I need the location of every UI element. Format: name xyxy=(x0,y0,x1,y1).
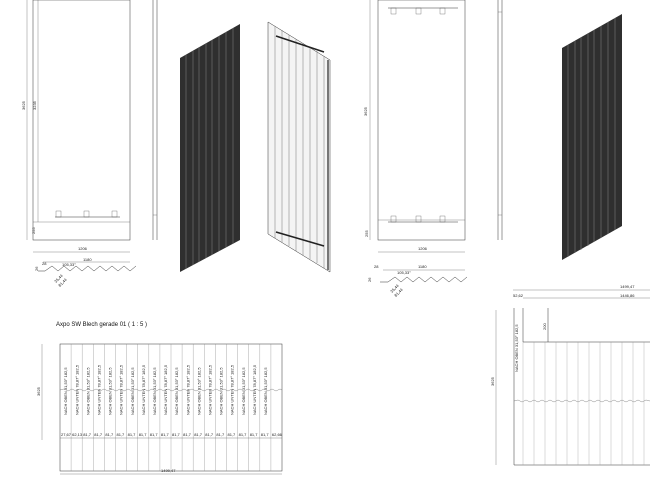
dim-width: 1206 xyxy=(78,246,88,251)
dim-height-total-b: 3625 xyxy=(363,106,368,116)
profile-h: 26 xyxy=(34,266,39,271)
bottom-dim-value: 81,7 xyxy=(194,432,203,437)
bottom-dim-value: 81,7 xyxy=(83,432,92,437)
detail-drawing: 1499,47 1446,86 52,62 200 3625 NACH OBEN… xyxy=(490,284,650,466)
panel-label: NACH OBEN 31,53° 182,5 xyxy=(85,367,90,415)
bracket-row xyxy=(55,210,120,218)
bottom-dim-value: 81,7 xyxy=(216,432,225,437)
detail-inner-width: 1446,86 xyxy=(620,293,635,298)
detail-label: NACH OBEN 31,53° 182,5 xyxy=(514,324,519,372)
bottom-dim-value: 81,7 xyxy=(105,432,114,437)
panel-label: NACH OBEN 31,53° 182,5 xyxy=(63,367,68,415)
panel-label: NACH UNTEN 78,87° 182,5 xyxy=(185,364,190,415)
panel-label: NACH OBEN 31,53° 182,5 xyxy=(130,367,135,415)
panel-label: NACH UNTEN 78,87° 182,5 xyxy=(163,364,168,415)
panel-label: NACH UNTEN 78,87° 182,5 xyxy=(208,364,213,415)
bottom-dim-value: 81,7 xyxy=(205,432,214,437)
profile-mid-b: 1180 xyxy=(418,264,427,269)
bottom-dim-value: 81,7 xyxy=(150,432,159,437)
panel-label: NACH OBEN 31,53° 182,5 xyxy=(108,367,113,415)
bottom-dim-value: 81,7 xyxy=(239,432,248,437)
panel-label: NACH UNTEN 78,87° 182,5 xyxy=(141,364,146,415)
panel-label: NACH UNTEN 78,87° 182,5 xyxy=(97,364,102,415)
drawing-title: Axpo SW Blech gerade 01 ( 1 : 5 ) xyxy=(56,322,147,328)
bracket-row-top xyxy=(388,7,458,15)
bottom-dim-value: 81,7 xyxy=(172,432,181,437)
bottom-dim-value: 81,7 xyxy=(228,432,237,437)
bottom-dim-value: 81,7 xyxy=(128,432,137,437)
dim-height-inner: 3235 xyxy=(32,100,37,110)
flat-sheet-drawing: Axpo SW Blech gerade 01 ( 1 : 5 ) NACH O… xyxy=(36,322,283,475)
front-elevation-a: 3625 3235 255 1206 xyxy=(21,0,158,253)
panel-label: NACH UNTEN 78,87° 182,5 xyxy=(119,364,124,415)
corrugated-panel-dark-a xyxy=(180,24,240,272)
panel-label: NACH OBEN 31,53° 182,5 xyxy=(174,367,179,415)
profile-d2: 81,44 xyxy=(57,277,68,288)
profile-d2-b: 81,44 xyxy=(393,287,404,298)
bottom-dim-value: 27,67 xyxy=(61,432,72,437)
profile-left-b: 28 xyxy=(374,264,379,269)
bottom-dim-value: 81,7 xyxy=(117,432,126,437)
detail-notch: 200 xyxy=(542,323,547,330)
profile-left: 28 xyxy=(42,261,47,266)
panel-label: NACH UNTEN 78,87° 182,5 xyxy=(230,364,235,415)
dim-width-b: 1206 xyxy=(418,246,428,251)
profile-d1: 35,44 xyxy=(53,273,64,284)
profile-angle-b: 105,33° xyxy=(397,270,411,275)
dim-height-total: 3625 xyxy=(21,100,26,110)
profile-mid: 1180 xyxy=(83,257,92,262)
bracket-row-bottom xyxy=(388,215,458,223)
bottom-dim-value: 62,13 xyxy=(72,432,83,437)
bottom-dim-value: 81,7 xyxy=(161,432,170,437)
fold-lines: NACH OBEN 31,53° 182,5 NACH UNTEN 78,87° … xyxy=(63,344,272,471)
panel-label: NACH UNTEN 78,87° 182,5 xyxy=(74,364,79,415)
flat-height: 3625 xyxy=(36,386,41,396)
detail-total-width: 1499,47 xyxy=(620,284,635,289)
flat-total-width: 1499,47 xyxy=(161,468,176,473)
profile-d1-b: 35,44 xyxy=(389,283,400,294)
bottom-dim-value: 81,7 xyxy=(183,432,192,437)
bottom-dim-value: 81,7 xyxy=(94,432,103,437)
profile-h-b: 26 xyxy=(367,277,372,282)
bottom-dim-value: 81,7 xyxy=(250,432,259,437)
bottom-dim-value: 81,7 xyxy=(139,432,148,437)
panel-label: NACH OBEN 31,53° 182,5 xyxy=(196,367,201,415)
profile-angle: 105,33° xyxy=(62,262,76,267)
corrugated-panel-light-a xyxy=(267,21,331,273)
panel-label: NACH OBEN 31,53° 182,5 xyxy=(263,367,268,415)
bottom-dim-value: 62,66 xyxy=(272,432,283,437)
profile-section-b: 28 1180 105,33° 26 35,44 81,44 xyxy=(367,264,468,298)
profile-section-a: 28 1180 105,33° 26 35,44 81,44 xyxy=(34,257,137,288)
panel-label: NACH OBEN 31,53° 182,5 xyxy=(152,367,157,415)
panel-label: NACH OBEN 31,53° 182,5 xyxy=(241,367,246,415)
corrugated-panel-dark-b xyxy=(562,14,622,260)
panel-label: NACH OBEN 31,53° 182,5 xyxy=(219,367,224,415)
detail-height: 3625 xyxy=(490,376,495,386)
dim-base-offset: 255 xyxy=(31,227,36,234)
detail-fold-lines xyxy=(522,342,645,465)
panel-label: NACH UNTEN 78,87° 182,5 xyxy=(252,364,257,415)
bottom-dim-value: 81,7 xyxy=(261,432,270,437)
front-elevation-b: 3625 255 1206 xyxy=(363,0,503,253)
dim-base-offset-b: 255 xyxy=(364,230,369,237)
detail-left-offset: 52,62 xyxy=(513,293,524,298)
